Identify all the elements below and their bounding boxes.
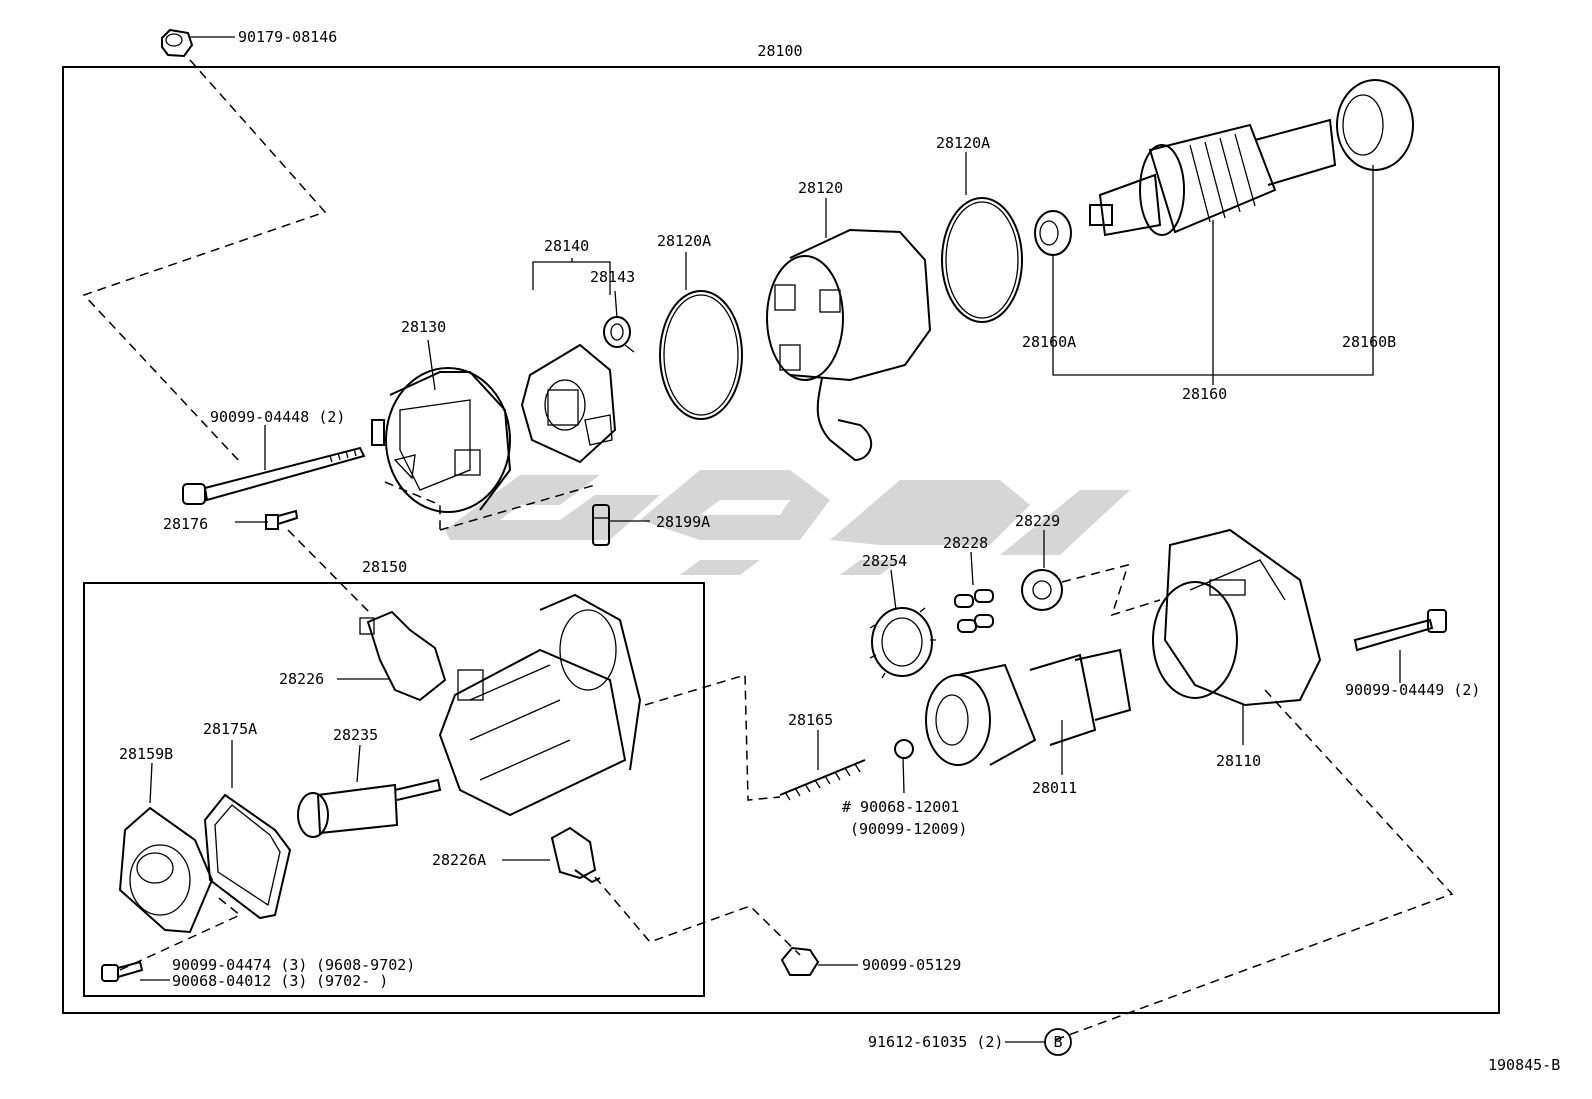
label-90099-04474: 90099-04474 (3) — [172, 956, 307, 974]
label-90068-12001: # 90068-12001 — [842, 798, 959, 816]
label-28235: 28235 — [333, 726, 378, 744]
bearing-part-28160b — [1336, 79, 1414, 171]
label-28175a: 28175A — [203, 720, 257, 738]
plug-part — [161, 28, 194, 58]
label-28143: 28143 — [590, 268, 635, 286]
end-frame-part-28130 — [371, 367, 512, 513]
label-28254: 28254 — [862, 552, 907, 570]
part-labels: 28100 90179-08146 90099-04448 (2) 28176 … — [119, 28, 1560, 1074]
label-90068-04012: 90068-04012 (3) — [172, 972, 307, 990]
label-28199a: 28199A — [656, 513, 710, 531]
label-28120: 28120 — [798, 179, 843, 197]
label-28176: 28176 — [163, 515, 208, 533]
label-28226: 28226 — [279, 670, 324, 688]
through-bolt-part-left — [182, 446, 366, 505]
label-90068-04012-range: (9702- ) — [316, 972, 388, 990]
label-90099-12009: (90099-12009) — [850, 820, 967, 838]
armature-part-28160 — [1089, 118, 1337, 237]
screw-part-28176 — [265, 509, 299, 530]
watermark-logo — [445, 470, 1130, 575]
brush-spring-part-28143 — [603, 316, 635, 353]
label-90179-08146: 90179-08146 — [238, 28, 337, 46]
ball-part-90068-12001 — [894, 739, 914, 759]
o-ring-part-28120a-left — [659, 290, 743, 420]
label-28159b: 28159B — [119, 745, 173, 763]
plunger-part-28235 — [297, 778, 442, 838]
label-28150: 28150 — [362, 558, 407, 576]
label-28100: 28100 — [757, 42, 802, 60]
label-28165: 28165 — [788, 711, 833, 729]
through-bolt-part-right — [1353, 609, 1447, 652]
cover-part-28159b — [118, 806, 214, 934]
label-28226a: 28226A — [432, 851, 486, 869]
terminal-part-28226a — [550, 826, 601, 884]
starter-housing-part — [438, 593, 642, 817]
yoke-part-28120 — [766, 228, 932, 462]
figure-code: 190845-B — [1488, 1056, 1560, 1074]
small-bolt-part-28199a — [592, 504, 610, 546]
rollers-part-28228 — [954, 589, 994, 633]
label-90099-04448: 90099-04448 (2) — [210, 408, 345, 426]
callout-b: B — [1044, 1028, 1072, 1056]
label-90099-04449: 90099-04449 (2) — [1345, 681, 1480, 699]
alignment-dashed-lines — [82, 59, 1454, 1041]
housing-part-28110 — [1152, 528, 1322, 707]
label-28120a-left: 28120A — [657, 232, 711, 250]
plug-part-90099-05129 — [780, 946, 820, 976]
label-28160b: 28160B — [1342, 333, 1396, 351]
label-28229: 28229 — [1015, 512, 1060, 530]
label-28011: 28011 — [1032, 779, 1077, 797]
gasket-part-28175a — [203, 793, 292, 920]
label-90099-04474-range: (9608-9702) — [316, 956, 415, 974]
lead-terminal-part-28226 — [359, 610, 447, 702]
o-ring-part-28120a-right — [941, 197, 1023, 323]
label-28130: 28130 — [401, 318, 446, 336]
label-28120a-right: 28120A — [936, 134, 990, 152]
label-91612-61035: 91612-61035 (2) — [868, 1033, 1003, 1051]
leader-lines — [140, 36, 1401, 1043]
gear-part-28254 — [869, 607, 936, 679]
screw-part-90099-04474 — [101, 960, 144, 982]
callout-b-label: B — [1053, 1033, 1062, 1051]
label-28110: 28110 — [1216, 752, 1261, 770]
label-28228: 28228 — [943, 534, 988, 552]
clutch-part-28011 — [925, 648, 1132, 766]
assembly-frame — [62, 66, 1500, 1014]
label-28160: 28160 — [1182, 385, 1227, 403]
label-28140: 28140 — [544, 237, 589, 255]
brush-holder-part-28140 — [520, 343, 617, 464]
bearing-part-28160a — [1034, 210, 1072, 256]
retainer-part-28229 — [1021, 569, 1063, 611]
sub-assembly-frame — [83, 582, 705, 997]
spring-part-28165 — [779, 759, 866, 801]
label-28160a: 28160A — [1022, 333, 1076, 351]
label-90099-05129: 90099-05129 — [862, 956, 961, 974]
